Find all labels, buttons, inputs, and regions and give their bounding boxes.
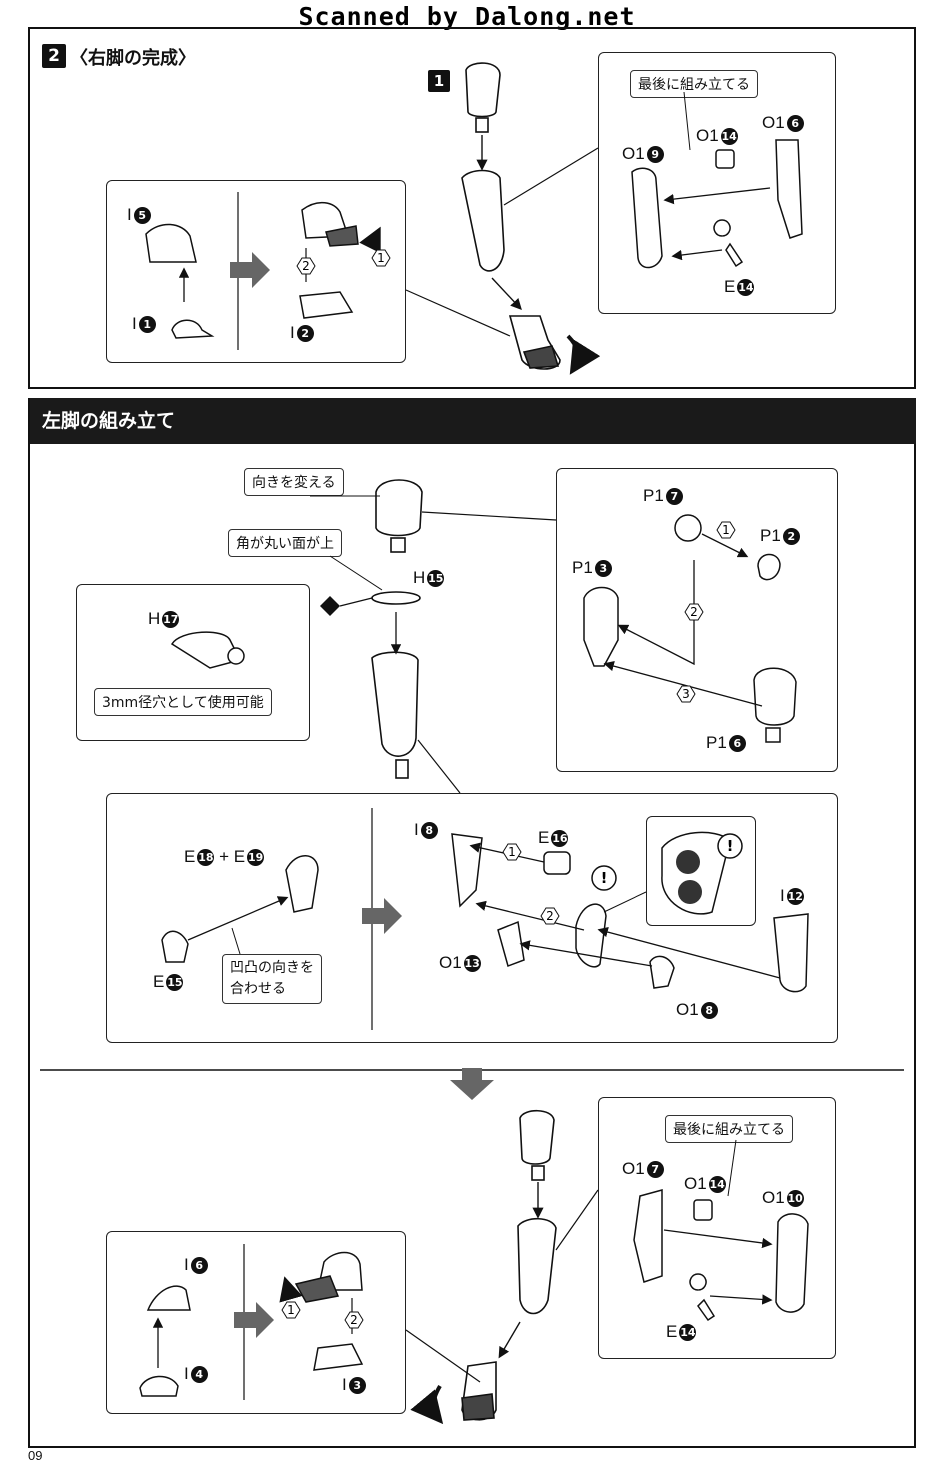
washer-h-15 (371, 591, 421, 605)
order-marks-step2: 1 2 (296, 249, 391, 275)
section-heading-left-leg: 左脚の組み立て (30, 398, 916, 444)
note-turn-around: 向きを変える (244, 468, 344, 496)
right-thigh-part (465, 62, 501, 133)
part-p1-7 (674, 514, 702, 542)
part-i-8 (451, 833, 483, 908)
part-i-3 (313, 1343, 364, 1371)
right-foot-part (508, 315, 561, 370)
svg-text:1: 1 (287, 1303, 295, 1317)
part-p1-3 (583, 586, 619, 667)
svg-text:2: 2 (690, 605, 698, 619)
part-e-16 (543, 851, 571, 875)
part-e-18-e-19 (285, 855, 319, 913)
part-left-sole (294, 1275, 340, 1303)
part-i-2 (299, 291, 354, 319)
part-e-14-left (689, 1273, 716, 1322)
step-number-badge: 2 (42, 44, 66, 68)
step-arrow-right-2 (362, 898, 402, 934)
part-i-6 (146, 1285, 191, 1311)
step-arrow-right-3 (234, 1302, 274, 1338)
part-o1-13 (497, 920, 525, 967)
order-mark-1: 1 (377, 251, 385, 265)
part-i-4 (139, 1375, 179, 1397)
substep-badge: 1 (428, 70, 450, 92)
part-o1-6 (775, 139, 803, 239)
left-shin-final (517, 1217, 557, 1315)
note-rounded-face-up: 角が丸い面が上 (228, 529, 342, 557)
note-align-bumps: 凹凸の向きを 合わせる (222, 954, 322, 1004)
caution-icon (591, 833, 743, 891)
svg-text:1: 1 (508, 845, 516, 859)
part-o1-9 (631, 167, 663, 269)
step-title: 〈右脚の完成〉 (70, 48, 196, 69)
note-assemble-last-left: 最後に組み立てる (665, 1115, 793, 1143)
caution-mark: ! (727, 837, 734, 855)
part-p1-2 (757, 553, 781, 581)
part-o1-8 (649, 955, 675, 989)
caution-mark: ! (601, 869, 608, 887)
page-number: 09 (28, 1448, 43, 1463)
part-o1-10 (775, 1213, 809, 1313)
part-e-14 (713, 219, 744, 268)
order-mark-2: 2 (302, 259, 310, 273)
diamond-indicator-icon (320, 596, 340, 616)
order-marks-knee: 1 2 3 (676, 521, 736, 703)
left-thigh-part (519, 1109, 555, 1165)
part-knee-guard (575, 903, 607, 968)
part-i-1 (171, 319, 215, 339)
part-i-5 (145, 223, 197, 263)
svg-text:1: 1 (722, 523, 730, 537)
right-shin-part (461, 169, 505, 272)
svg-text:2: 2 (350, 1313, 358, 1327)
scan-credit: Scanned by Dalong.net (298, 2, 636, 31)
part-foot-sole (325, 225, 359, 247)
svg-text:2: 2 (546, 909, 554, 923)
order-marks-lower: 1 2 (502, 843, 560, 925)
step2-frame (28, 27, 916, 389)
note-3mm-hole: 3mm径穴として使用可能 (94, 688, 272, 716)
svg-text:3: 3 (682, 687, 690, 701)
part-o1-7 (633, 1189, 663, 1283)
part-i-12 (773, 913, 809, 993)
part-e-15 (161, 930, 189, 963)
part-o1-14-left (693, 1199, 713, 1221)
step-arrow-right (230, 252, 270, 288)
note-assemble-last: 最後に組み立てる (630, 70, 758, 98)
part-o1-14 (715, 149, 735, 169)
knee-cap-part (375, 479, 423, 537)
order-marks-left-foot: 1 2 (281, 1301, 364, 1329)
step-arrow-down (450, 1068, 494, 1100)
part-p1-6 (753, 667, 797, 726)
left-shin-part (371, 651, 419, 757)
